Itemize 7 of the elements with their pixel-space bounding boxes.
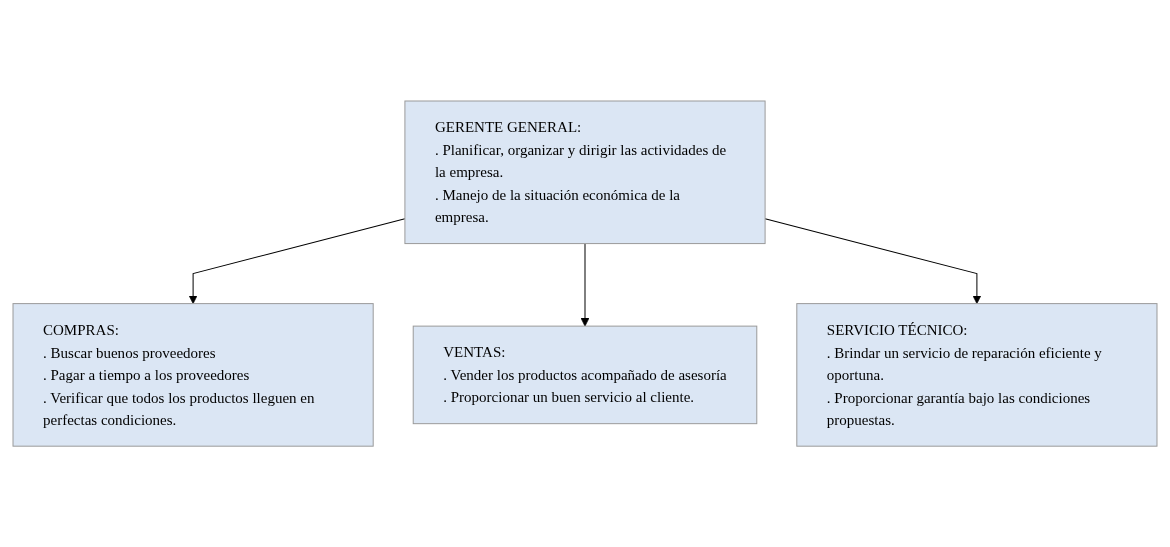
node-box: SERVICIO TÉCNICO: . Brindar un servicio de reparación eficiente y oportuna. . Proporcionar garantía bajo las condiciones propuestas. <box>796 303 1158 447</box>
node-box: COMPRAS: . Buscar buenos proveedores . Pagar a tiempo a los proveedores . Verificar que todos los productos lleguen en perfectas condiciones. <box>12 303 374 447</box>
node-box: VENTAS: . Vender los productos acompañado de asesoría . Proporcionar un buen servicio al cliente. <box>412 325 758 425</box>
arrow <box>188 218 406 304</box>
arrow <box>764 218 982 304</box>
arrow <box>580 243 590 327</box>
node-box: GERENTE GENERAL: . Planificar, organizar y dirigir las actividades de la empresa. . Manejo de la situación económica de la empresa. <box>404 100 766 244</box>
